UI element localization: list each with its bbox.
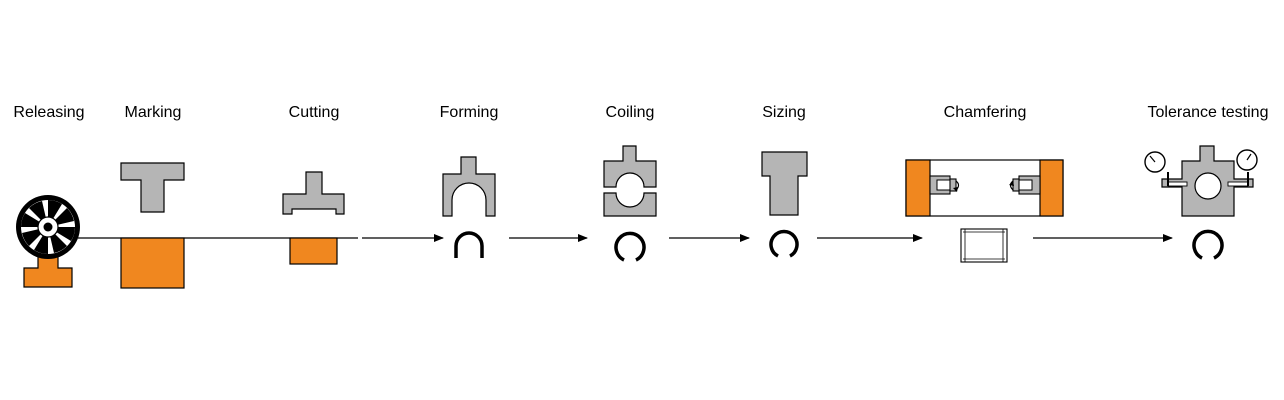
marking-workpiece — [120, 237, 185, 289]
step-label-marking: Marking — [124, 104, 182, 121]
sizing-punch-icon — [761, 151, 808, 258]
step-label-forming: Forming — [439, 104, 499, 121]
reel-spokes — [21, 200, 75, 254]
chamfered-bushing — [960, 228, 1008, 263]
reel-stand — [23, 254, 73, 288]
step-label-coiling: Coiling — [605, 104, 655, 121]
forming-tool-icon — [442, 156, 496, 258]
cutting-workpiece — [289, 237, 338, 265]
chamfering-right-spindle — [1039, 159, 1064, 217]
step-label-cutting: Cutting — [288, 104, 340, 121]
sizing-ring — [769, 229, 799, 258]
reel-icon — [16, 195, 80, 288]
tolerance-gauge-icon — [1144, 145, 1258, 260]
step-label-chamfering: Chamfering — [943, 104, 1027, 121]
step-label-releasing: Releasing — [13, 104, 85, 121]
testing-ring — [1192, 229, 1224, 260]
step-label-sizing: Sizing — [762, 104, 806, 121]
step-label-tolerance-testing: Tolerance testing — [1147, 104, 1269, 121]
forming-profile — [454, 231, 484, 258]
marking-punch-icon — [120, 162, 185, 289]
cutting-tool-icon — [282, 171, 345, 265]
chamfering-machine-icon — [905, 159, 1064, 263]
reel-axle — [43, 222, 53, 232]
coiling-die-icon — [603, 145, 657, 262]
chamfering-left-spindle — [905, 159, 931, 217]
coiling-ring — [614, 231, 646, 262]
